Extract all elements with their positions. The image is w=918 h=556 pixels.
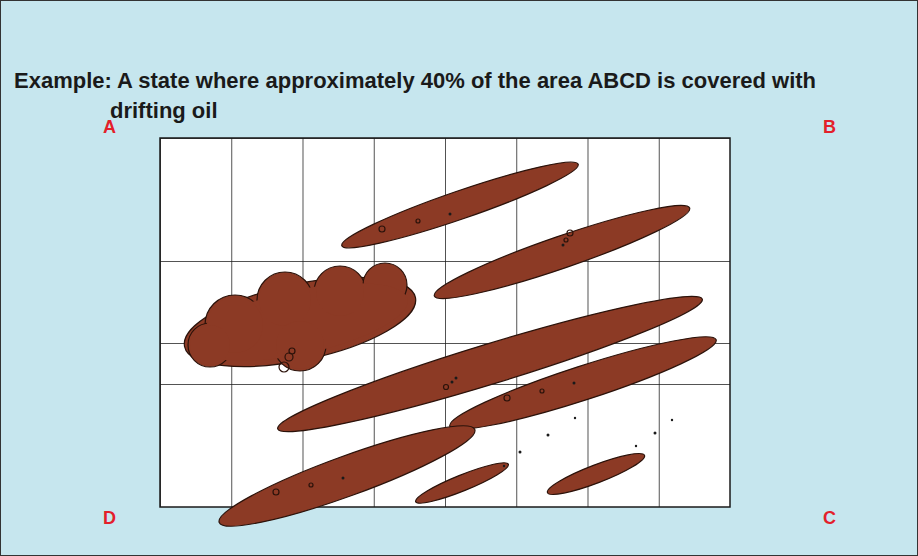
oil-slicks	[177, 151, 722, 541]
corner-label: B	[823, 117, 836, 137]
corner-label: C	[823, 508, 836, 528]
corner-label: A	[103, 117, 116, 137]
corner-label: D	[103, 508, 116, 528]
oil-dots	[342, 213, 674, 480]
large-slick	[177, 260, 424, 383]
oil-droplets	[273, 219, 573, 495]
diagram-title: Example: A state where approximately 40%…	[14, 66, 894, 126]
